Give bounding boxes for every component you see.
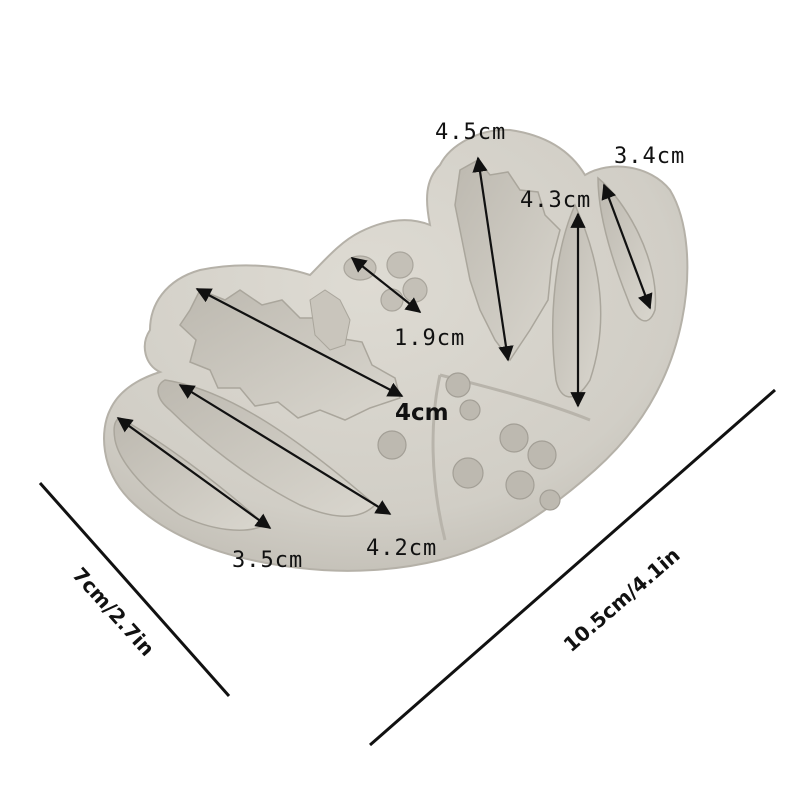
label-4-5cm: 4.5cm (435, 120, 507, 145)
label-1-9cm: 1.9cm (394, 326, 466, 351)
dimension-line-height (38, 482, 231, 697)
dimension-line-width (369, 388, 776, 747)
arrow-4cm (195, 288, 404, 397)
mold-ridge-left (431, 374, 447, 541)
measurement-arrows (116, 156, 653, 529)
arrow-3-4cm (601, 183, 653, 310)
arrow-4-2cm (178, 384, 392, 515)
label-4cm: 4cm (395, 400, 449, 426)
arrow-4-5cm (472, 156, 514, 362)
arrow-1-9cm (350, 257, 422, 313)
label-3-4cm: 3.4cm (614, 144, 686, 169)
label-3-5cm: 3.5cm (232, 548, 304, 573)
label-4-3cm: 4.3cm (520, 188, 592, 213)
label-4-2cm: 4.2cm (366, 536, 438, 561)
